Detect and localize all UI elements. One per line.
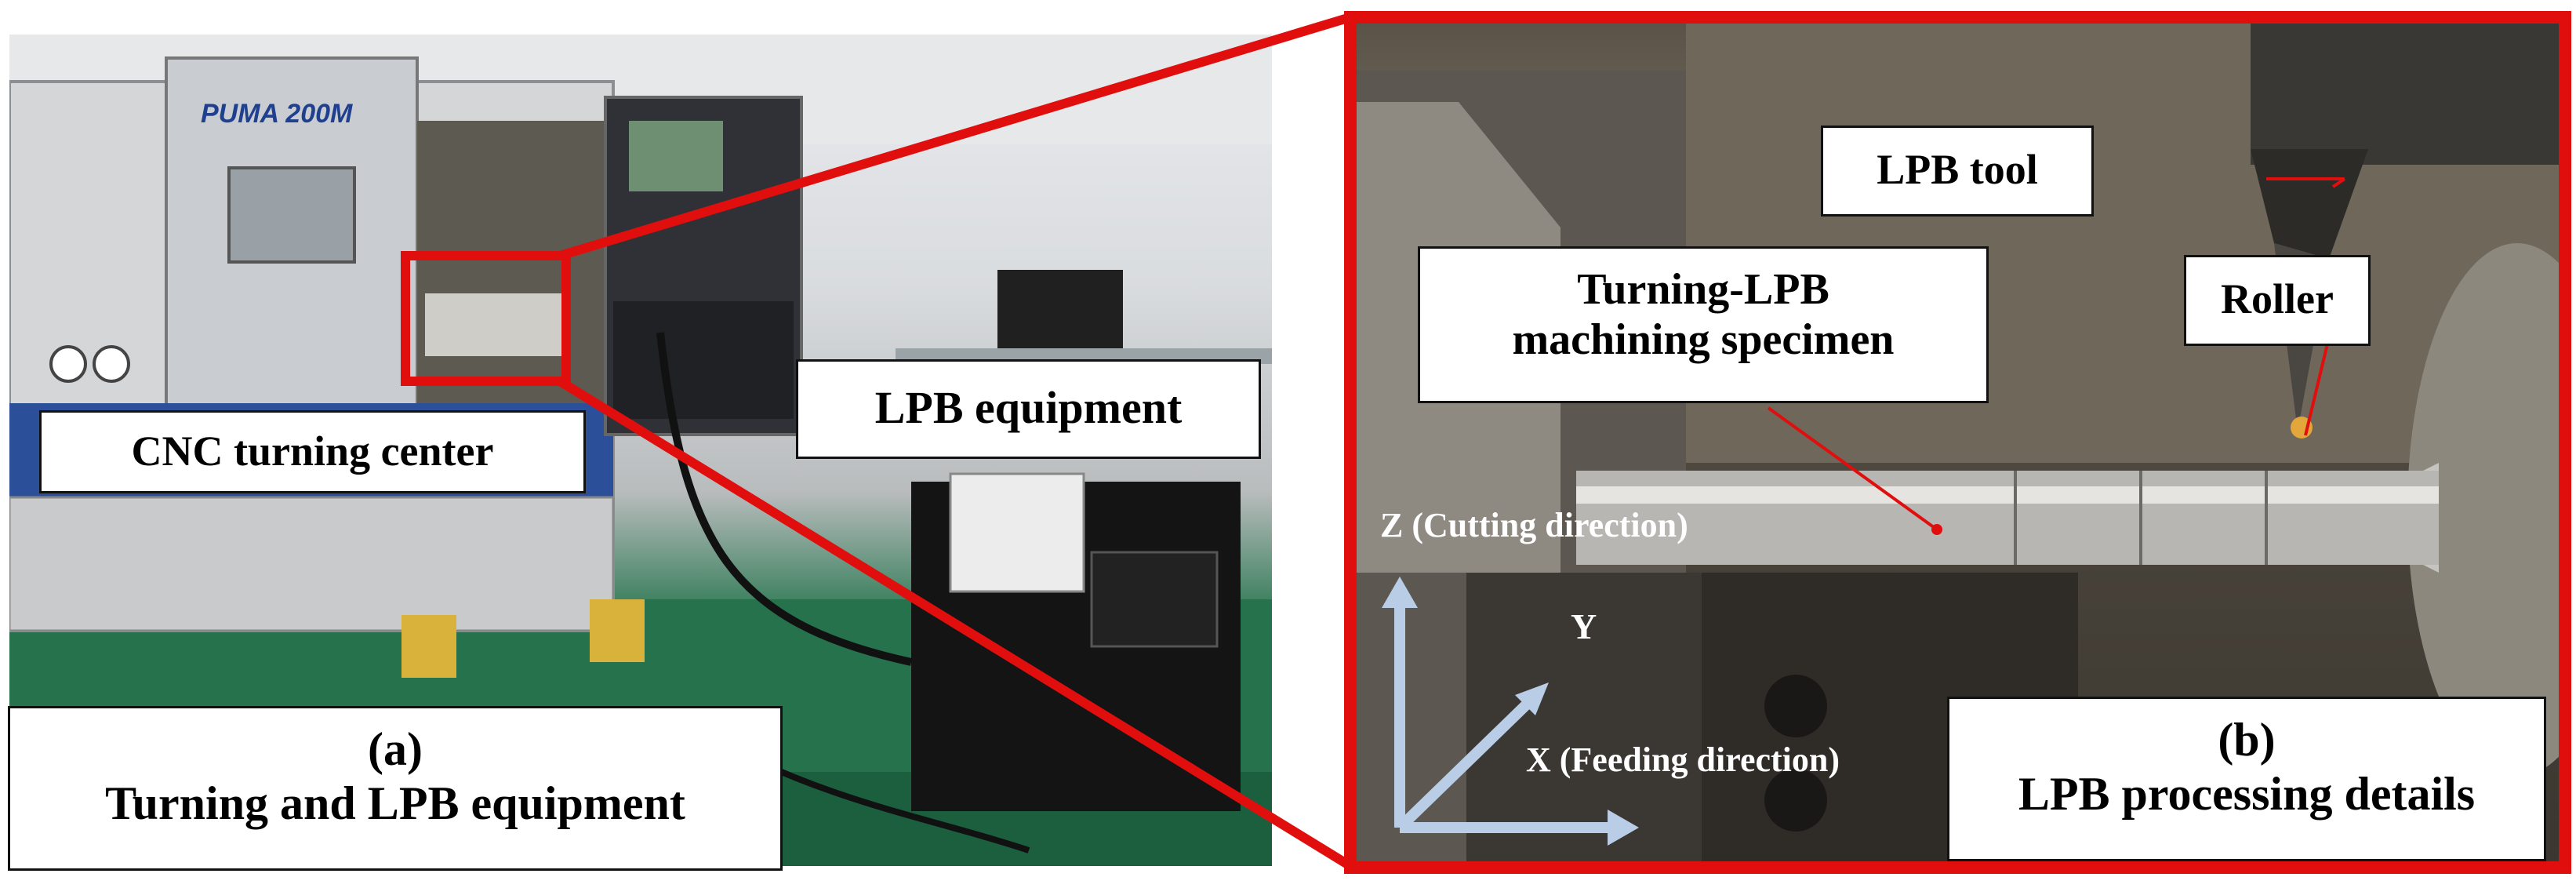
y-axis-label: Y	[1571, 606, 1597, 646]
specimen-label-line2: machining specimen	[1512, 315, 1895, 365]
roller-label: Roller	[2184, 255, 2371, 346]
specimen-shaft	[1576, 471, 2439, 565]
x-axis-label: X (Feeding direction)	[1526, 741, 1840, 779]
highlight-box	[401, 251, 571, 386]
panel-b-caption-text: LPB processing details	[2018, 768, 2476, 820]
tool-holder	[2251, 24, 2559, 165]
lpb-equipment-label: LPB equipment	[796, 359, 1261, 459]
z-axis-label: Z (Cutting direction)	[1380, 506, 1688, 544]
panel-b-caption: (b) LPB processing details	[1947, 697, 2546, 861]
tailstock	[2407, 243, 2559, 777]
specimen-label: Turning-LPB machining specimen	[1418, 246, 1989, 403]
machine-brand-label: PUMA 200M	[201, 99, 353, 129]
panel-a-caption-letter: (a)	[368, 723, 423, 775]
panel-a-caption: (a) Turning and LPB equipment	[8, 706, 783, 871]
panel-a-caption-text: Turning and LPB equipment	[105, 777, 685, 829]
lpb-tool-label: LPB tool	[1821, 126, 2094, 217]
cnc-turning-center-label: CNC turning center	[39, 410, 586, 493]
specimen-label-line1: Turning-LPB	[1577, 265, 1829, 314]
y-axis-arrow	[1396, 693, 1537, 832]
panel-b-caption-letter: (b)	[2218, 714, 2276, 766]
